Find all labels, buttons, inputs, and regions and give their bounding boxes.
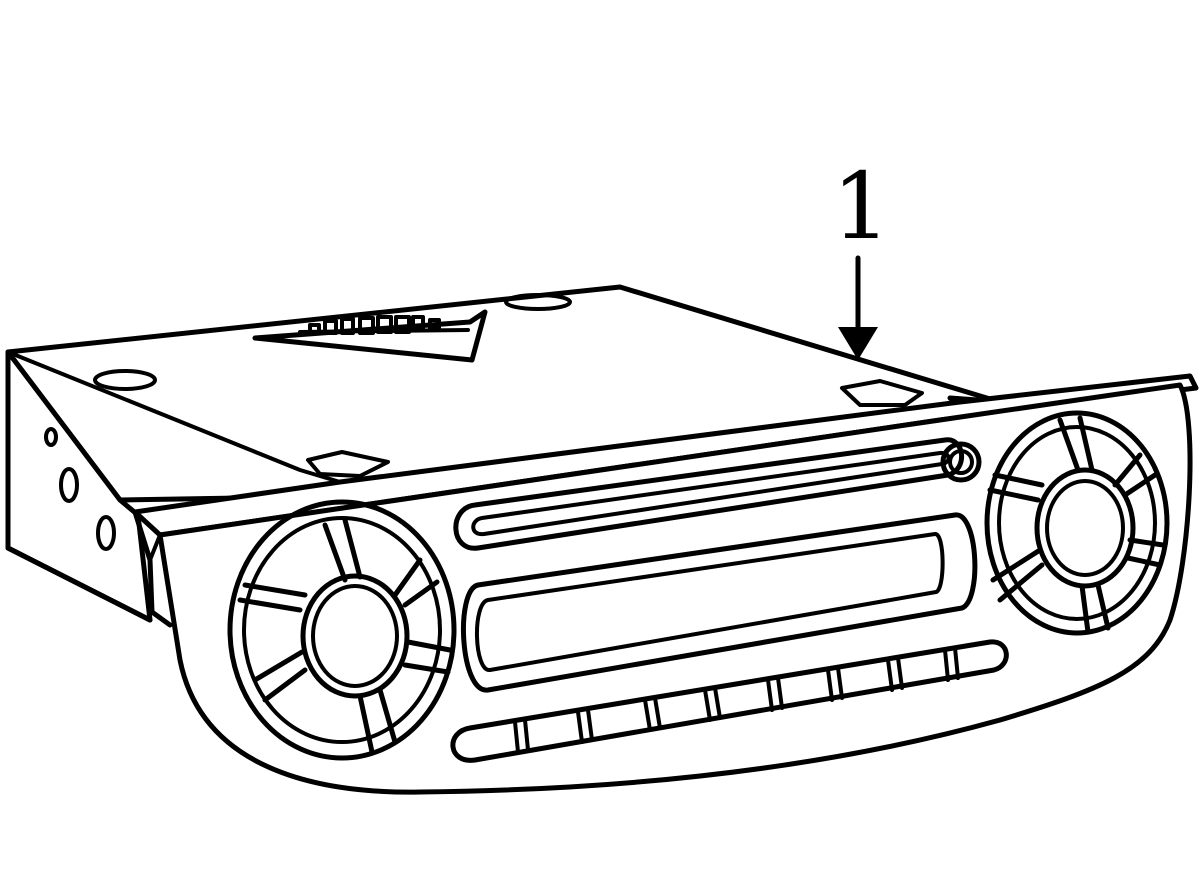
side-hole-small	[44, 427, 58, 447]
cd-slot	[453, 437, 982, 551]
top-clip-left	[306, 450, 390, 478]
top-label-strip	[252, 309, 488, 363]
radio-faceplate	[132, 373, 1199, 795]
side-hole-low	[96, 515, 116, 551]
callout-label: 1	[832, 153, 891, 260]
radio-chassis	[5, 284, 1008, 623]
side-hole-mid	[59, 467, 79, 503]
right-knob-center	[1034, 467, 1136, 589]
faceplate-body	[157, 382, 1193, 795]
left-knob-center	[300, 573, 410, 699]
right-knob	[984, 410, 1170, 636]
chassis-side-panel	[5, 349, 153, 623]
top-clip-right	[840, 379, 924, 407]
eject-button	[940, 441, 982, 483]
callout-arrowhead	[838, 327, 878, 360]
left-knob	[227, 499, 457, 761]
top-hole-left	[93, 369, 157, 391]
preset-button-row	[450, 639, 1009, 763]
display-window	[461, 512, 978, 693]
callout-1: 1	[832, 153, 891, 360]
top-hole-right	[504, 293, 572, 311]
